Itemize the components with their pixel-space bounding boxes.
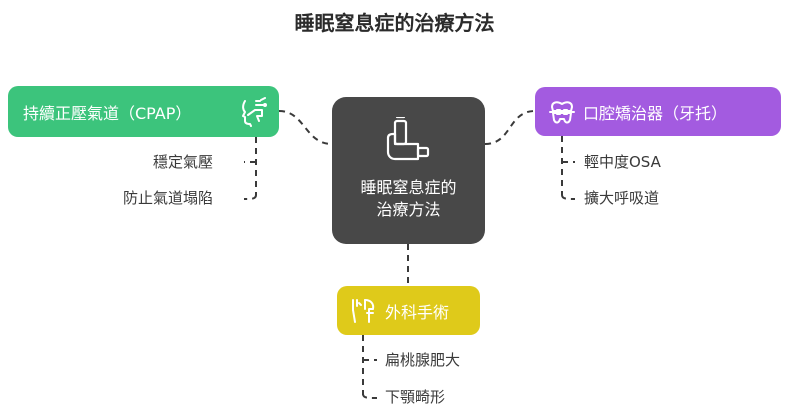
connector-oral-item-2 (561, 194, 576, 200)
connector-cpap (278, 110, 333, 145)
branch-oral-label: 口腔矯治器（牙托） (583, 103, 728, 123)
inhaler-icon (386, 117, 429, 161)
branch-cpap-label: 持續正壓氣道（CPAP） (23, 103, 192, 123)
central-topic-label: 睡眠窒息症的治療方法 (360, 178, 457, 219)
connector-oral (484, 110, 536, 145)
connector-surgery-item-2 (362, 393, 378, 399)
oral-item-2: 擴大呼吸道 (584, 189, 660, 207)
surgery-item-2: 下顎畸形 (385, 388, 446, 406)
central-topic: 睡眠窒息症的治療方法 (332, 97, 485, 244)
surgery-item-1: 扁桃腺肥大 (385, 351, 461, 369)
surgical-tools-icon (352, 299, 375, 323)
branch-cpap: 持續正壓氣道（CPAP） (8, 86, 279, 137)
cpap-item-2: 防止氣道塌陷 (123, 189, 214, 207)
teeth-braces-icon (549, 101, 575, 124)
branch-surgery-label: 外科手術 (385, 302, 450, 322)
branch-surgery: 外科手術 (337, 286, 480, 335)
connector-cpap-item-2 (243, 194, 257, 200)
diagram-title: 睡眠窒息症的治療方法 (294, 11, 495, 35)
oral-item-1: 輕中度OSA (584, 153, 661, 171)
cpap-item-1: 穩定氣壓 (153, 153, 214, 171)
breathing-icon (242, 97, 267, 127)
branch-oral: 口腔矯治器（牙托） (535, 87, 781, 136)
